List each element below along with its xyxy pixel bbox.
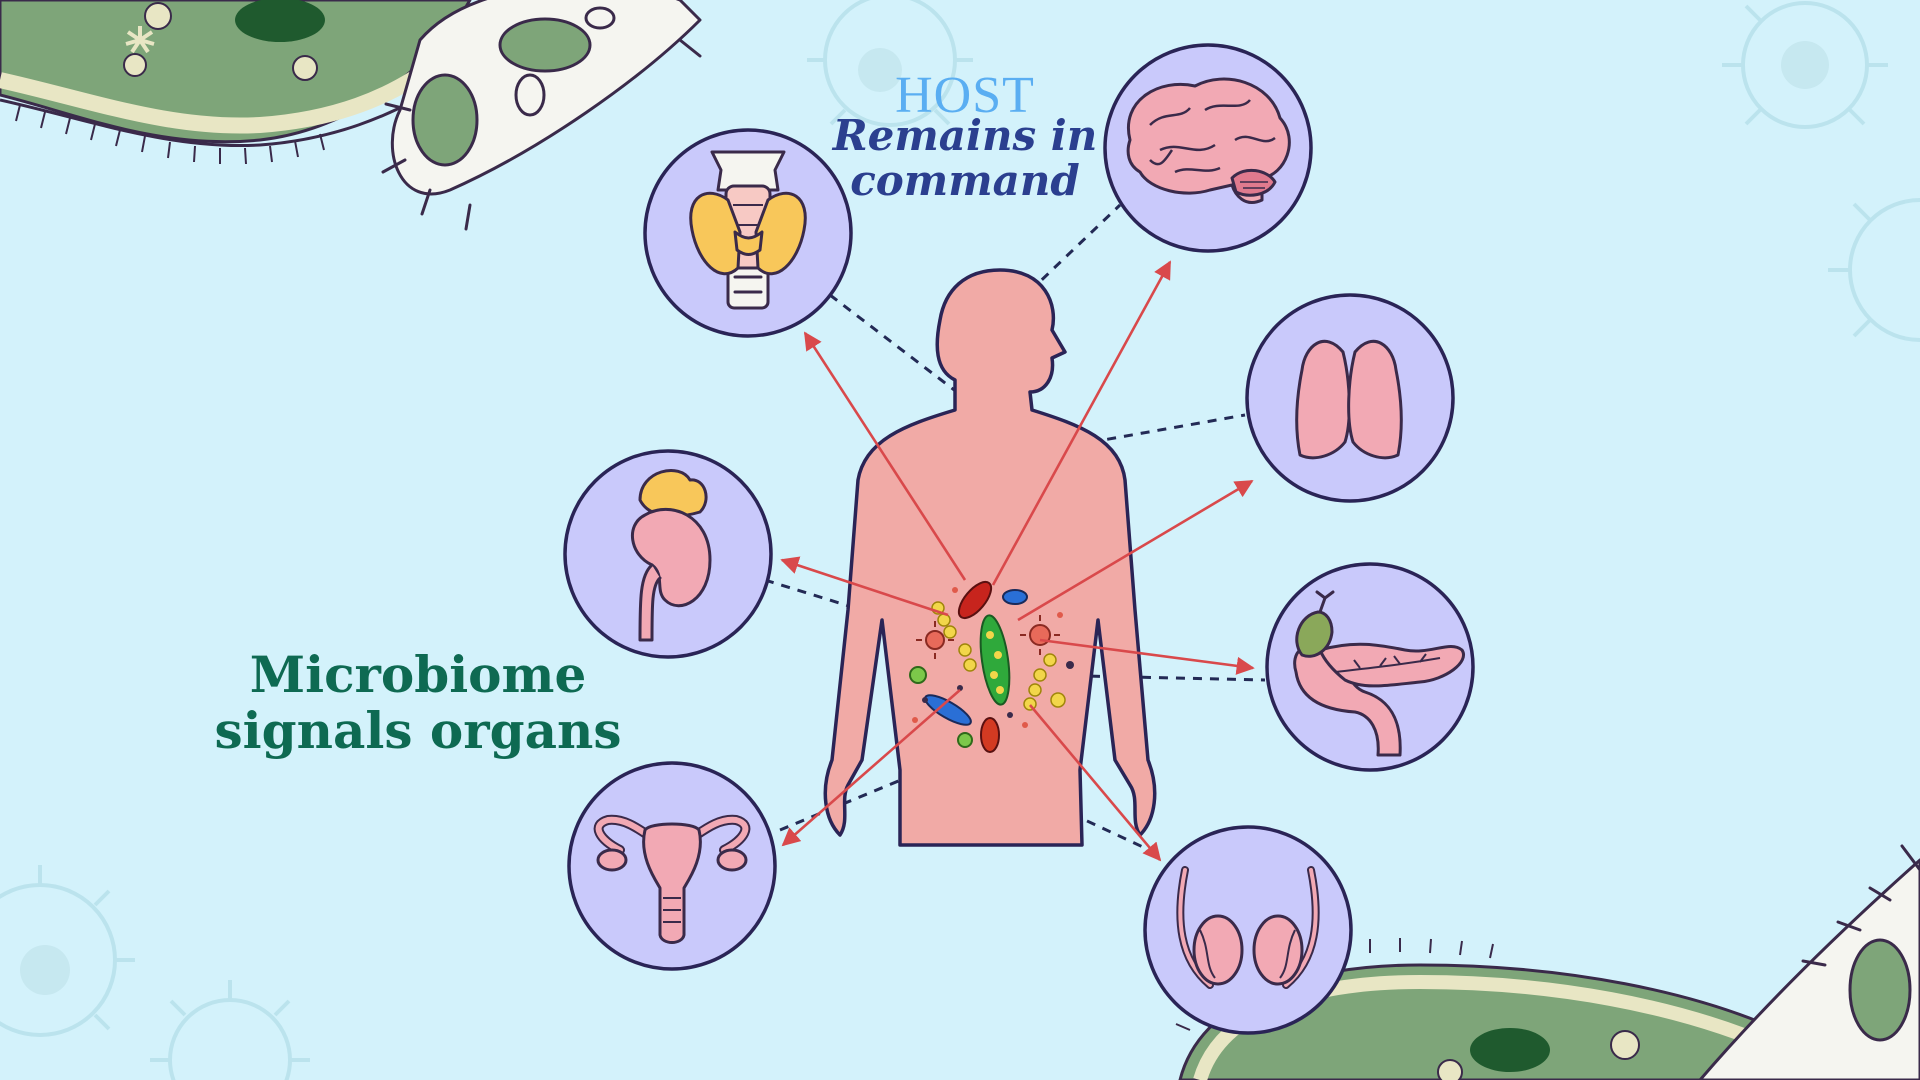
lungs-icon (1295, 339, 1403, 460)
virus-icon (909, 666, 973, 748)
signal-arrows (780, 260, 1255, 862)
microbiome-title-line-2: signals organs (215, 701, 622, 760)
microbiome-title-line-1: Microbiome (250, 645, 587, 704)
organ-circle-testes (1143, 825, 1353, 1035)
kidney-adrenal-icon (630, 469, 712, 642)
bacterium-icon (924, 589, 1028, 726)
organ-circle-thyroid (643, 128, 853, 338)
bacterium-icon (931, 601, 1066, 711)
microbe-illustration-top-left (0, 0, 702, 231)
organ-circle-brain (1103, 43, 1313, 253)
human-body-silhouette (823, 268, 1157, 847)
host-heading: HOST Remains in command (832, 67, 1098, 205)
microbe-illustration-bottom-right (1175, 844, 1920, 1080)
host-label: HOST (895, 67, 1035, 124)
bacterium-icon (979, 614, 1011, 706)
uterus-icon (593, 814, 751, 944)
bacterium-pill-icon (381, 0, 702, 231)
virus-icon (807, 0, 973, 127)
gut-microbiome-cluster (909, 580, 1074, 753)
organ-circle-uterus (567, 761, 777, 971)
brain-icon (1126, 77, 1291, 204)
host-subtitle-line-2: command (850, 156, 1080, 205)
host-subtitle-line-1: Remains in (832, 111, 1098, 160)
virus-icon (1722, 0, 1888, 129)
thyroid-icon (689, 150, 807, 310)
microbiome-heading: Microbiome signals organs (215, 645, 622, 760)
virus-icon (0, 865, 135, 1037)
bacterium-icon (957, 580, 1000, 753)
organ-circle-kidney (563, 449, 773, 659)
testes-icon (1176, 866, 1320, 989)
organ-circle-lungs (1245, 293, 1455, 503)
organ-circle-pancreas (1265, 562, 1475, 772)
virus-icon (1828, 198, 1920, 342)
virus-icon (150, 980, 310, 1080)
pancreas-icon (1293, 590, 1465, 757)
